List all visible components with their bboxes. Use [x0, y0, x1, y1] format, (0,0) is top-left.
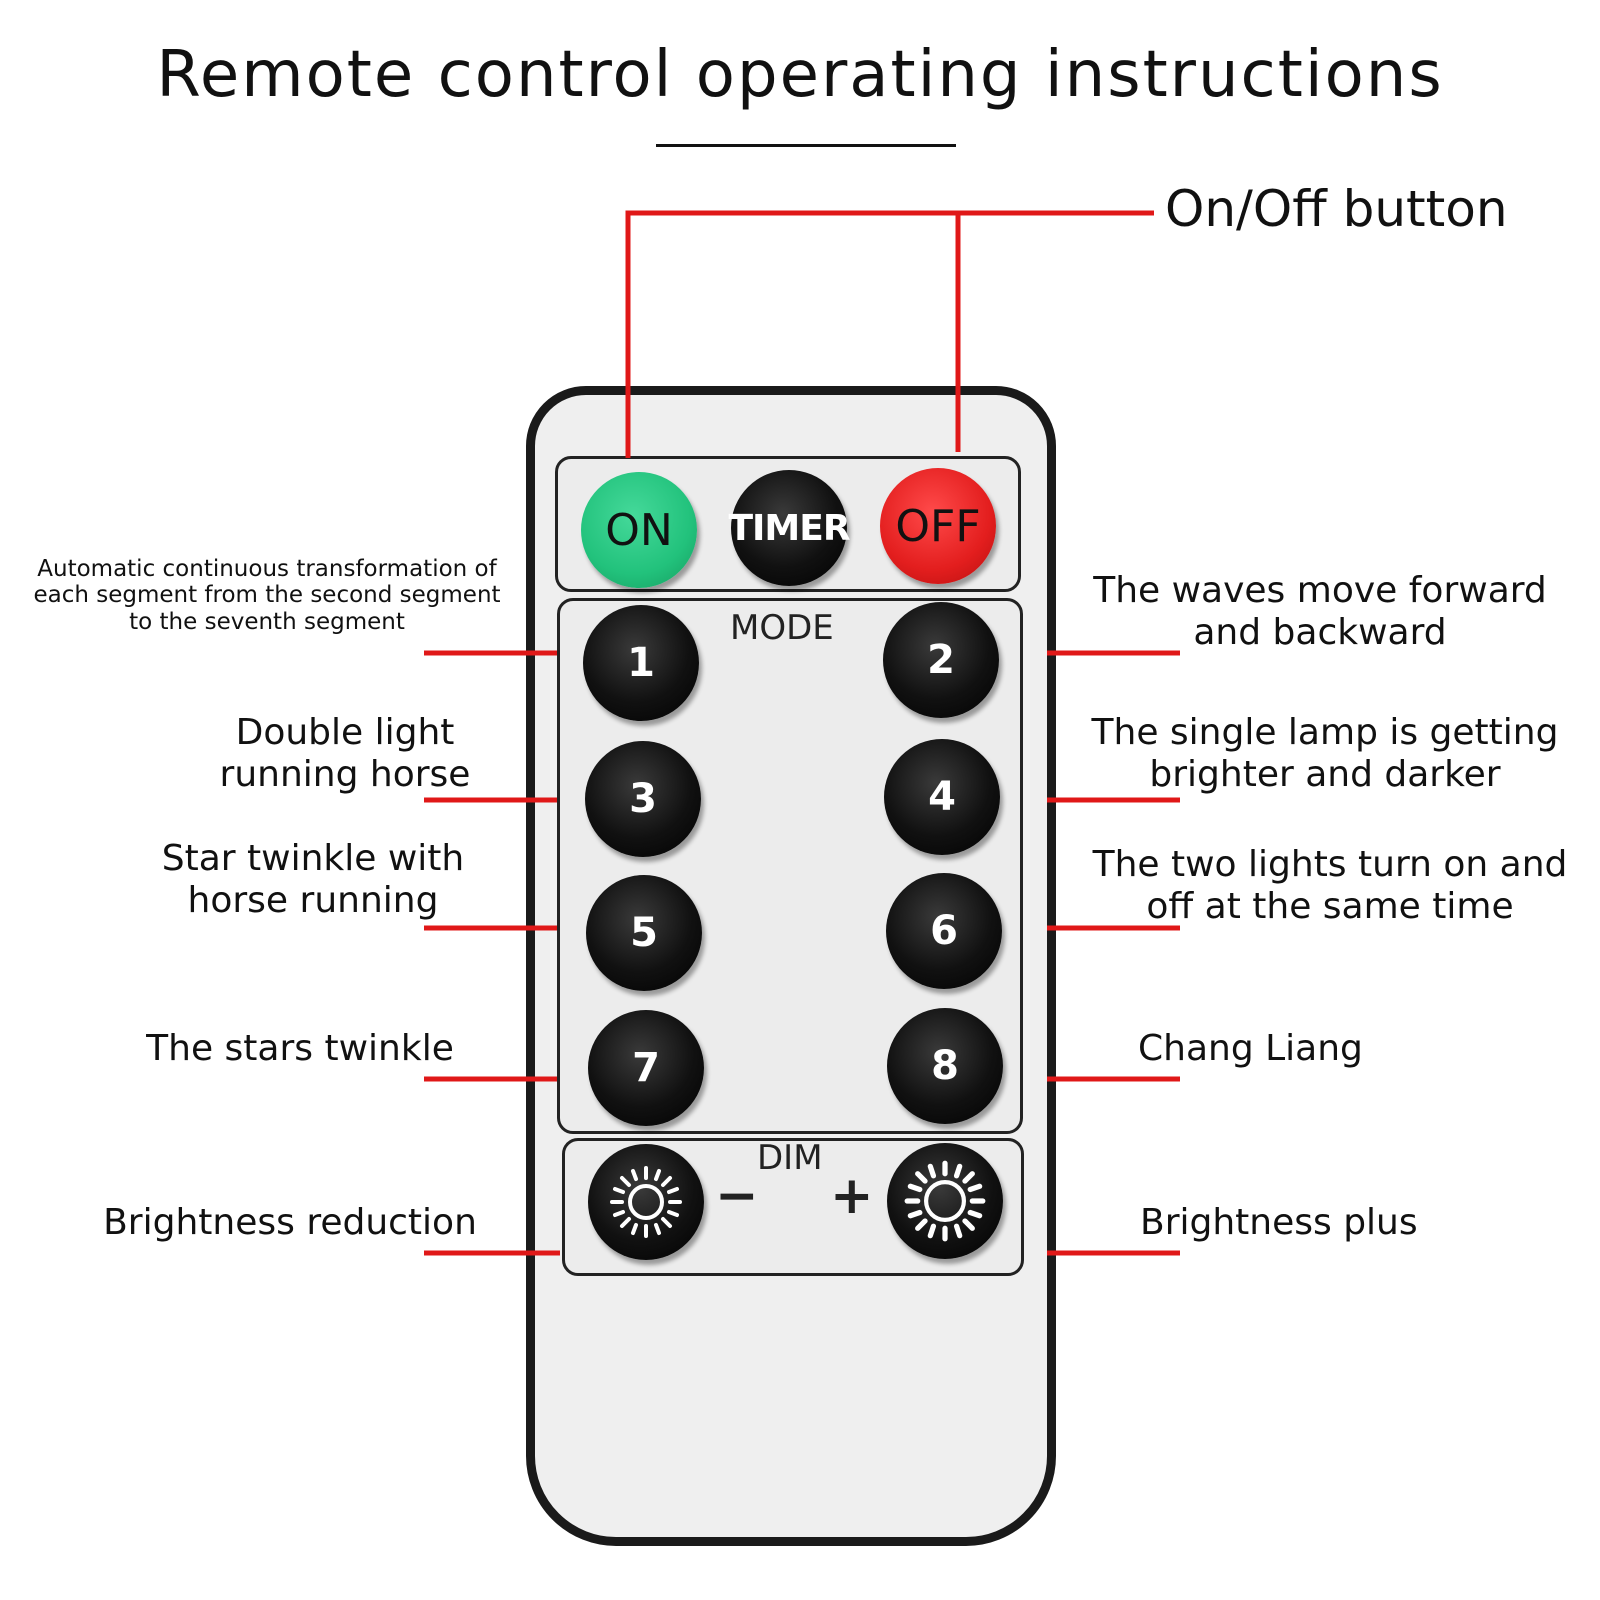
label-mode-1: Automatic continuous transformation of e…	[33, 556, 501, 635]
label-mode-5: Star twinkle with horse running	[161, 838, 465, 922]
mode-caption: MODE	[730, 608, 834, 648]
mode-button-4[interactable]: 4	[884, 739, 1000, 855]
sun-outline-icon	[610, 1166, 682, 1238]
brightness-up-button[interactable]	[887, 1143, 1003, 1259]
page-title: Remote control operating instructions	[156, 38, 1444, 112]
timer-button[interactable]: TIMER	[728, 470, 851, 586]
dim-minus-sign: −	[715, 1166, 759, 1226]
mode-button-1[interactable]: 1	[583, 605, 699, 721]
label-mode-3: Double light running horse	[219, 712, 471, 796]
brightness-down-button[interactable]	[588, 1144, 704, 1260]
onoff-button-label: On/Off button	[1165, 180, 1508, 238]
label-mode-6: The two lights turn on and off at the sa…	[1092, 844, 1568, 928]
on-button[interactable]: ON	[581, 472, 697, 588]
mode-button-2[interactable]: 2	[883, 602, 999, 718]
label-dim-minus: Brightness reduction	[103, 1202, 477, 1243]
mode-button-7[interactable]: 7	[588, 1010, 704, 1126]
label-dim-plus: Brightness plus	[1140, 1202, 1418, 1243]
mode-button-3[interactable]: 3	[585, 741, 701, 857]
onoff-leader-line	[625, 210, 1154, 458]
label-mode-8: Chang Liang	[1138, 1028, 1363, 1069]
dim-caption: DIM	[757, 1138, 823, 1178]
mode-button-5[interactable]: 5	[586, 875, 702, 991]
mode-button-8[interactable]: 8	[887, 1008, 1003, 1124]
sun-bold-icon	[904, 1160, 986, 1242]
label-mode-2: The waves move forward and backward	[1093, 570, 1547, 654]
label-mode-7: The stars twinkle	[146, 1028, 454, 1069]
dim-plus-sign: +	[830, 1166, 874, 1226]
mode-button-6[interactable]: 6	[886, 873, 1002, 989]
off-button[interactable]: OFF	[880, 468, 996, 584]
title-underline	[656, 144, 956, 147]
label-mode-4: The single lamp is getting brighter and …	[1091, 712, 1559, 796]
